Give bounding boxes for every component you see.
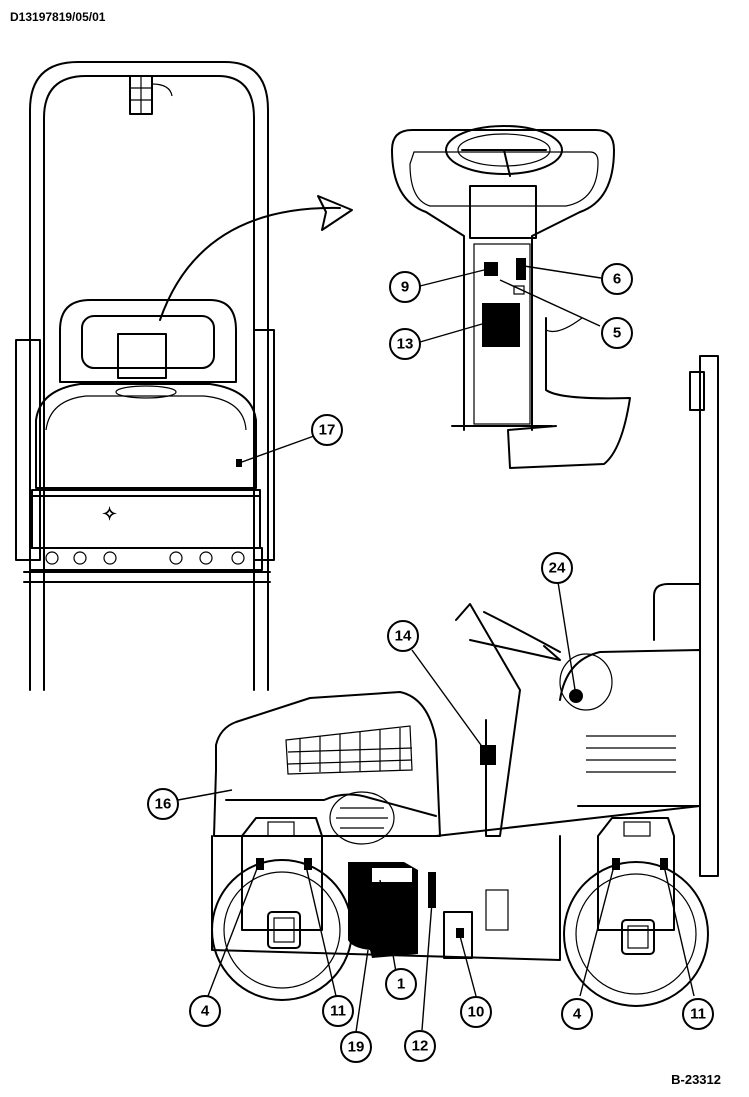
callout-10: 10	[460, 996, 492, 1028]
svg-text:12: 12	[412, 1038, 429, 1055]
svg-text:9: 9	[401, 279, 409, 296]
decal-6	[516, 258, 526, 280]
callout-1: 1	[385, 968, 417, 1000]
decal-9	[484, 262, 498, 276]
callout-13: 13	[389, 328, 421, 360]
decal-11-front	[304, 858, 312, 870]
logo-mark: ✧	[102, 504, 117, 524]
decal-13	[482, 303, 520, 347]
callout-24: 24	[541, 552, 573, 584]
decal-11-rear	[660, 858, 668, 870]
console-detail-view	[391, 125, 631, 469]
front-drum	[211, 817, 353, 1001]
decal-4-rear	[612, 858, 620, 870]
callout-17: 17	[311, 414, 343, 446]
svg-text:5: 5	[613, 325, 621, 342]
callout-11-front: 11	[322, 995, 354, 1027]
callout-4-rear: 4	[561, 998, 593, 1030]
decal-19	[348, 862, 418, 958]
svg-text:24: 24	[549, 560, 566, 577]
leader-lines	[177, 265, 695, 1033]
svg-text:4: 4	[201, 1003, 210, 1020]
svg-text:10: 10	[468, 1004, 485, 1021]
figure-code: B-23312	[671, 1072, 721, 1087]
decal-4-front	[256, 858, 264, 870]
decal-10	[456, 928, 464, 938]
decal-12	[428, 872, 436, 908]
detail-arrow	[159, 206, 341, 321]
callout-5: 5	[601, 317, 633, 349]
arrow-head-icon	[317, 195, 353, 231]
callout-6: 6	[601, 263, 633, 295]
side-view	[211, 355, 719, 1007]
svg-text:1: 1	[397, 976, 405, 993]
svg-text:6: 6	[613, 271, 621, 288]
svg-text:19: 19	[348, 1039, 365, 1056]
callout-14: 14	[387, 620, 419, 652]
svg-text:4: 4	[573, 1006, 582, 1023]
callout-9: 9	[389, 271, 421, 303]
svg-text:14: 14	[395, 628, 412, 645]
document-code: D13197819/05/01	[10, 10, 106, 24]
decal-1	[372, 868, 412, 882]
callout-11-rear: 11	[682, 998, 714, 1030]
callout-4-front: 4	[189, 995, 221, 1027]
callout-19: 19	[340, 1031, 372, 1063]
svg-text:11: 11	[330, 1003, 346, 1020]
callout-12: 12	[404, 1030, 436, 1062]
svg-text:16: 16	[155, 796, 172, 813]
rear-drum	[563, 817, 709, 1007]
beacon-light-icon	[129, 75, 173, 115]
svg-text:11: 11	[690, 1006, 706, 1023]
front-view: ✧	[15, 61, 275, 691]
svg-text:13: 13	[397, 336, 414, 353]
svg-text:17: 17	[319, 422, 336, 439]
callout-16: 16	[147, 788, 179, 820]
